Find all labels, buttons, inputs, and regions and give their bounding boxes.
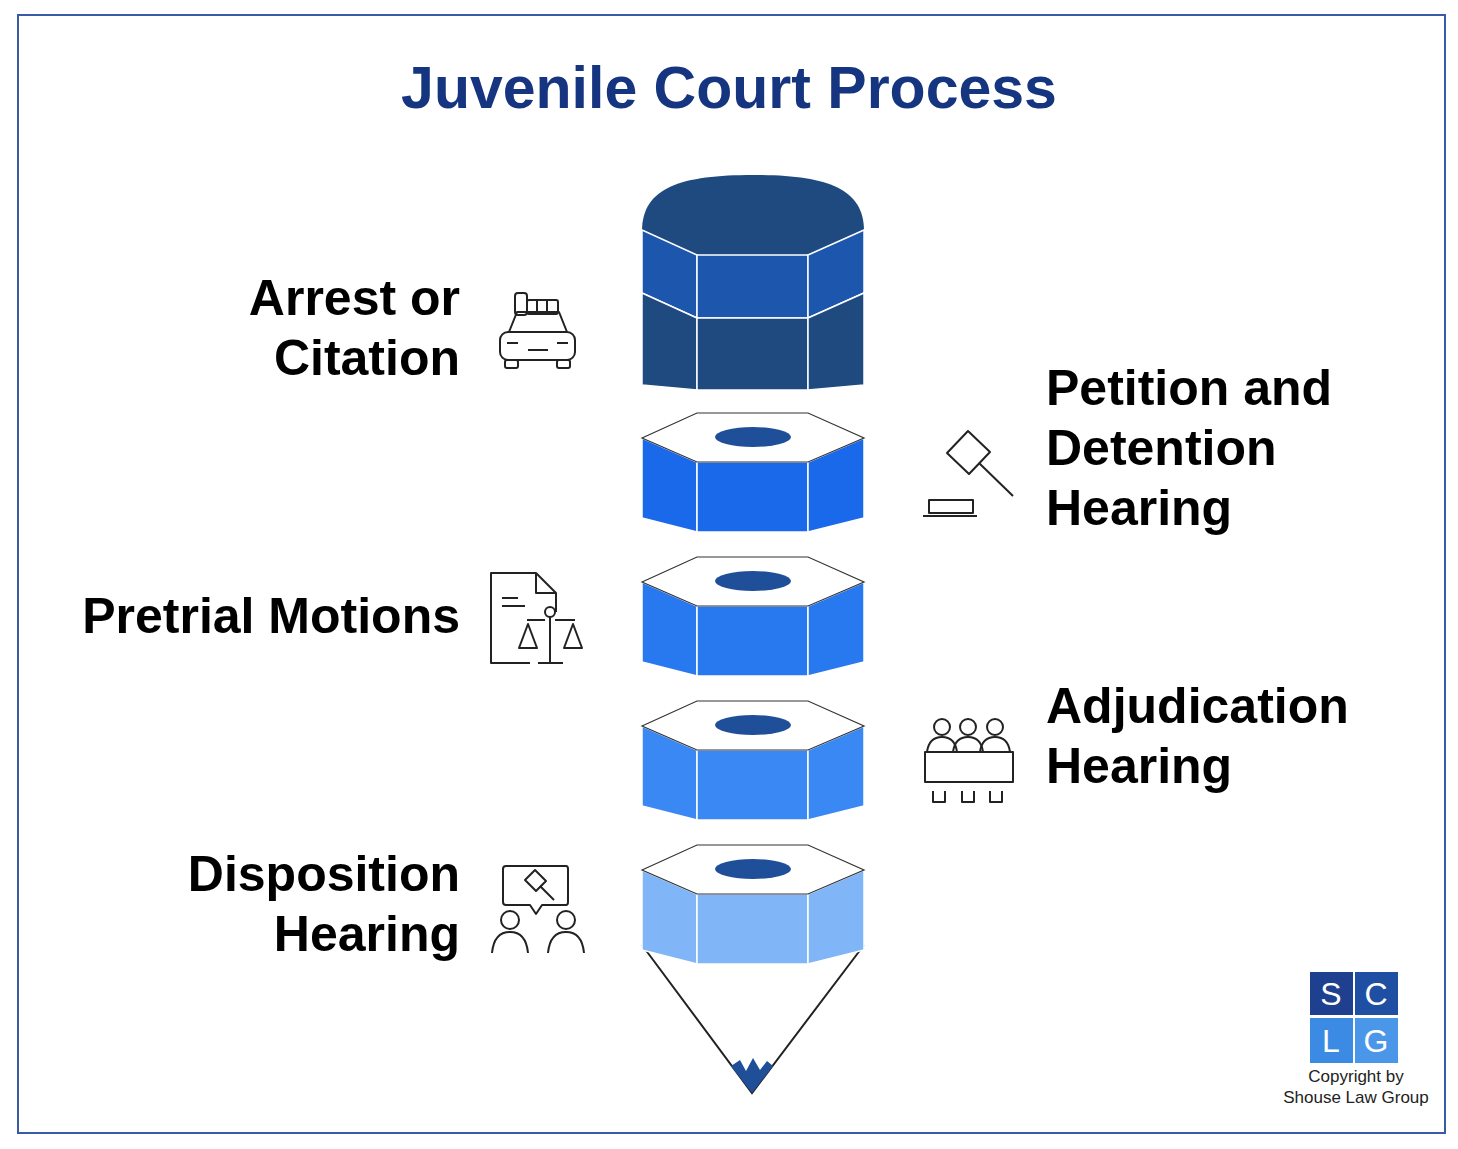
document-scales-icon xyxy=(491,573,582,663)
segment-top-face xyxy=(642,845,864,894)
jury-icon xyxy=(925,719,1013,802)
step-label: Arrest or Citation xyxy=(200,268,460,388)
pencil-segment: Pretrial Motions xyxy=(642,557,864,677)
cap-lower xyxy=(808,293,864,390)
diagram-title: Juvenile Court Process xyxy=(0,53,1458,123)
step-label: Adjudication Hearing xyxy=(1046,676,1376,796)
segment-face xyxy=(697,750,808,820)
gavel-icon xyxy=(923,431,1013,516)
segment-top-face xyxy=(642,701,864,750)
segment-hole xyxy=(715,427,791,447)
segment-shape xyxy=(642,413,864,533)
step-label: Pretrial Motions xyxy=(60,586,460,646)
pencil-segment: Disposition Hearing xyxy=(642,845,864,965)
copyright-note: Copyright by Shouse Law Group xyxy=(1281,1066,1432,1108)
segment-shape xyxy=(642,701,864,821)
logo-squares xyxy=(1310,972,1398,1063)
discussion-gavel-icon xyxy=(492,866,584,953)
segment-face xyxy=(697,606,808,676)
segment-hole xyxy=(715,859,791,879)
segment-shape xyxy=(642,557,864,677)
cap-lower xyxy=(697,318,808,390)
pencil-segment: Petition and Detention Hearing xyxy=(642,413,864,533)
police-car-icon xyxy=(500,293,575,368)
logo-letter: C xyxy=(1355,974,1398,1014)
segment-hole xyxy=(715,571,791,591)
segment-shape xyxy=(642,175,864,390)
cap-lower xyxy=(642,293,697,390)
segment-top-face xyxy=(642,413,864,462)
page-border xyxy=(18,15,1445,1133)
pencil-segment: Adjudication Hearing xyxy=(642,701,864,821)
cap-dome xyxy=(642,175,864,255)
segment-hole xyxy=(715,715,791,735)
step-label: Petition and Detention Hearing xyxy=(1046,358,1356,538)
cap-band xyxy=(697,255,808,318)
logo-letter: L xyxy=(1310,1021,1353,1061)
segment-face xyxy=(697,462,808,532)
segment-top-face xyxy=(642,557,864,606)
pencil-tip xyxy=(642,945,864,1093)
pencil-segment: Arrest or Citation xyxy=(642,175,864,390)
segment-face xyxy=(697,894,808,964)
logo-letter: G xyxy=(1355,1021,1398,1061)
logo-letter: S xyxy=(1310,974,1353,1014)
step-label: Disposition Hearing xyxy=(160,844,460,964)
segment-shape xyxy=(642,845,864,965)
